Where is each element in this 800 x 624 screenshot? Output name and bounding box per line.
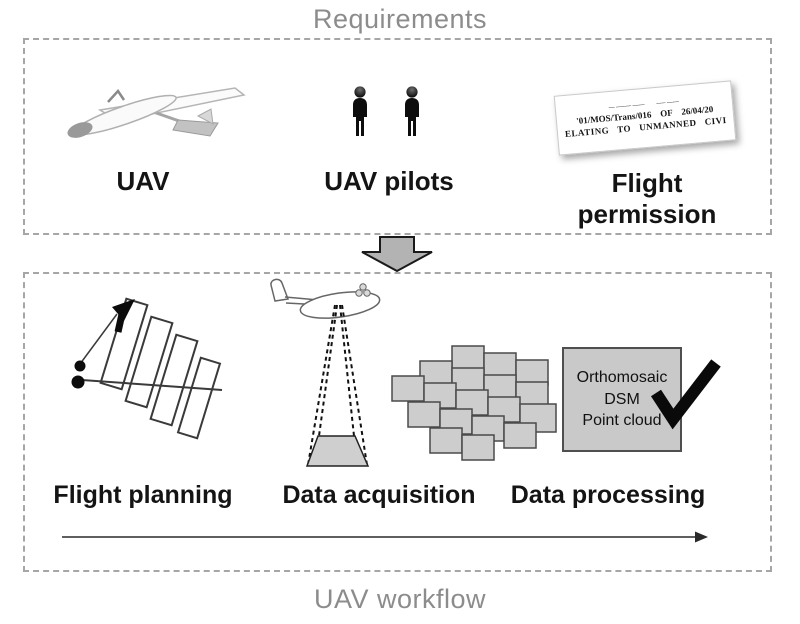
pilot-figure [405, 86, 419, 136]
output-dsm: DSM [604, 390, 640, 408]
ground-footprint [305, 435, 370, 467]
requirements-box [23, 38, 772, 235]
data-acquisition-icon [270, 278, 381, 467]
requirements-title: Requirements [312, 4, 488, 34]
output-orthomosaic: Orthomosaic [576, 369, 668, 387]
workflow-box [23, 272, 772, 572]
flight-permission-label: Flight permission [577, 168, 717, 229]
flight-planning-label: Flight planning [53, 481, 233, 509]
uav-workflow-title: UAV workflow [313, 584, 487, 614]
uav-pilots-icon [353, 86, 419, 136]
data-processing-label: Data processing [510, 481, 706, 509]
down-block-arrow-icon [361, 236, 433, 273]
uav-glider-icon [67, 87, 246, 138]
pilot-figure [353, 86, 367, 136]
uav-pilots-label: UAV pilots [324, 166, 454, 196]
propeller [355, 283, 371, 297]
workflow-direction-arrow [62, 531, 708, 543]
image-stack-icon [391, 345, 557, 461]
checkmark-icon [650, 359, 721, 430]
output-point-cloud: Point cloud [582, 412, 662, 430]
data-acquisition-label: Data acquisition [282, 481, 476, 509]
uav-label: UAV [116, 166, 170, 196]
flight-planning-icon [71, 297, 223, 440]
